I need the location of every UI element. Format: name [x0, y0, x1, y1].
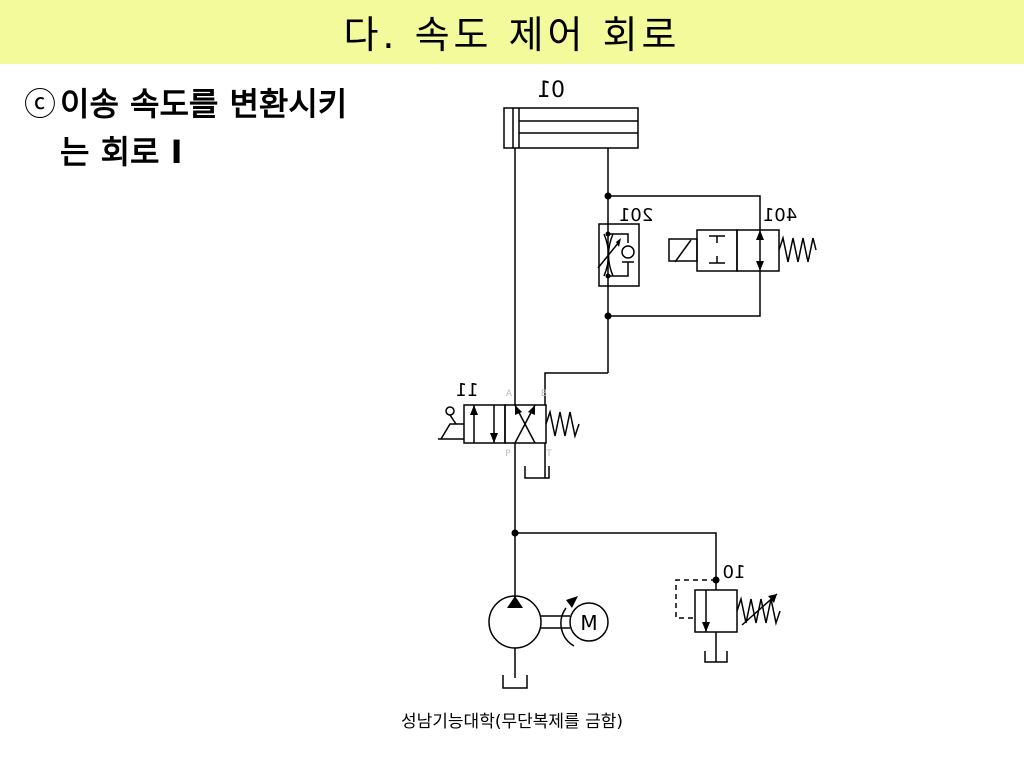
- title-bar: [0, 0, 1024, 64]
- electric-motor: [569, 602, 609, 642]
- pump-arrow: [507, 596, 523, 608]
- flow-arrow: [528, 405, 535, 415]
- flow-arrow: [515, 405, 522, 415]
- junction-dot: [604, 312, 612, 320]
- hydraulic-cylinder: [503, 107, 639, 149]
- page-title: 다. 속도 제어 회로: [343, 13, 681, 57]
- motor-label: M: [580, 611, 597, 635]
- adjust-arrow: [768, 594, 777, 603]
- port-a-label: A: [506, 389, 513, 399]
- flow-control-valve: [597, 223, 640, 287]
- port-b-label: B: [541, 389, 547, 399]
- footer-copyright: 성남기능대학(무단복제를 금함): [401, 712, 623, 732]
- flow-arrow: [490, 433, 498, 443]
- junction-dot: [511, 529, 519, 537]
- flow-arrow: [616, 238, 621, 247]
- junction-dot: [605, 273, 611, 279]
- directional-control-valve: [438, 404, 580, 444]
- label-relief-valve: 10: [723, 562, 746, 583]
- rotation-arrow: [566, 596, 578, 608]
- relief-valve: [675, 579, 781, 663]
- solenoid-valve: [668, 229, 817, 272]
- port-t-label: T: [545, 449, 552, 459]
- junction-dot: [712, 576, 720, 584]
- subtitle-bullet: ⓒ: [24, 85, 57, 123]
- flow-arrow: [756, 261, 764, 271]
- hydraulic-pump: [488, 595, 575, 689]
- subtitle-line2: 는 회로 Ⅰ: [60, 133, 183, 171]
- label-solenoid-valve: 401: [763, 205, 797, 226]
- label-cylinder: 01: [537, 78, 565, 103]
- junction-dot: [605, 231, 611, 237]
- label-directional-valve: 11: [456, 380, 479, 401]
- tank: [524, 466, 550, 479]
- pipe-lines: [514, 148, 761, 598]
- junction-dot: [604, 192, 612, 200]
- label-flow-control: 201: [619, 205, 653, 226]
- subtitle-line1: 이송 속도를 변환시키: [60, 85, 348, 123]
- flow-arrow: [702, 622, 710, 632]
- flow-arrow: [470, 405, 478, 415]
- port-p-label: P: [505, 449, 511, 459]
- flow-arrow: [756, 230, 764, 240]
